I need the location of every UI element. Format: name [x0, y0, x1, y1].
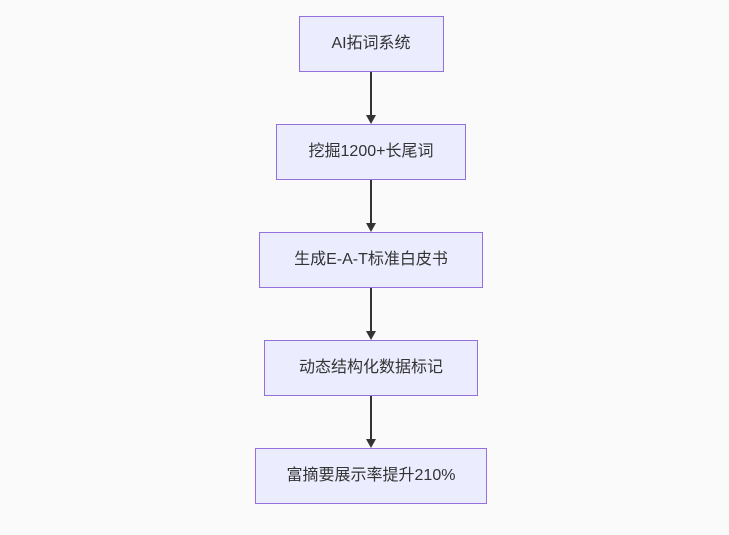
flow-node-label: 生成E-A-T标准白皮书: [294, 251, 448, 268]
arrow-line: [370, 288, 372, 336]
arrow-line: [370, 396, 372, 444]
flow-node: 生成E-A-T标准白皮书: [259, 232, 483, 288]
flow-step: 生成E-A-T标准白皮书: [259, 232, 483, 340]
flow-arrow: [365, 180, 377, 232]
flow-node-label: 动态结构化数据标记: [298, 359, 443, 376]
flow-node: 挖掘1200+长尾词: [276, 124, 466, 180]
flowchart: AI拓词系统挖掘1200+长尾词生成E-A-T标准白皮书动态结构化数据标记富摘要…: [255, 16, 487, 504]
arrowhead-down-icon: [366, 115, 376, 124]
flow-node: 动态结构化数据标记: [264, 340, 478, 396]
flow-node-label: AI拓词系统: [331, 35, 411, 52]
flow-step: AI拓词系统: [298, 16, 444, 124]
flow-step: 动态结构化数据标记: [264, 340, 478, 448]
flow-node-label: 富摘要展示率提升210%: [286, 467, 456, 484]
arrowhead-down-icon: [366, 223, 376, 232]
flow-step: 富摘要展示率提升210%: [255, 448, 487, 504]
flow-arrow: [365, 396, 377, 448]
flow-node: 富摘要展示率提升210%: [255, 448, 487, 504]
flow-step: 挖掘1200+长尾词: [276, 124, 466, 232]
arrow-line: [370, 72, 372, 120]
arrowhead-down-icon: [366, 439, 376, 448]
arrowhead-down-icon: [366, 331, 376, 340]
flow-arrow: [365, 72, 377, 124]
flow-arrow: [365, 288, 377, 340]
arrow-line: [370, 180, 372, 228]
flow-node-label: 挖掘1200+长尾词: [308, 143, 434, 160]
flow-node: AI拓词系统: [298, 16, 444, 72]
